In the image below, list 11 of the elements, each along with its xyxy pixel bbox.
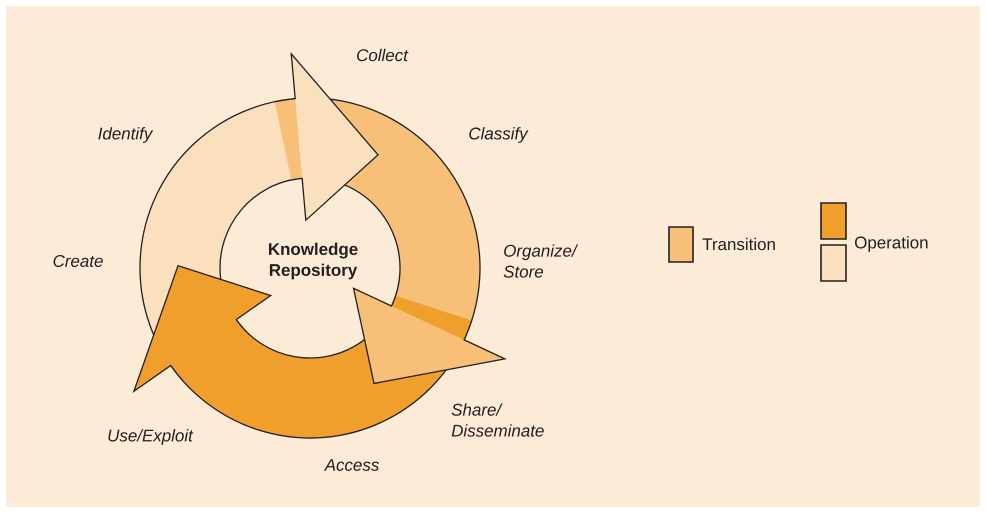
stage-label: Classify (469, 127, 528, 143)
legend-label: Transition (702, 238, 775, 250)
stage-label: Identify (98, 127, 154, 143)
stage-label: Organize/ Store (504, 244, 578, 278)
repository-label: Knowledge Repository (268, 242, 358, 280)
stage-label: Use/Exploit (108, 429, 194, 445)
stage-label: Access (324, 459, 379, 471)
stage-label: Share/ Disseminate (452, 403, 544, 437)
stage-label: Collect (357, 48, 408, 62)
legend-label: Operation (855, 236, 928, 252)
stage-label: Create (54, 255, 103, 267)
